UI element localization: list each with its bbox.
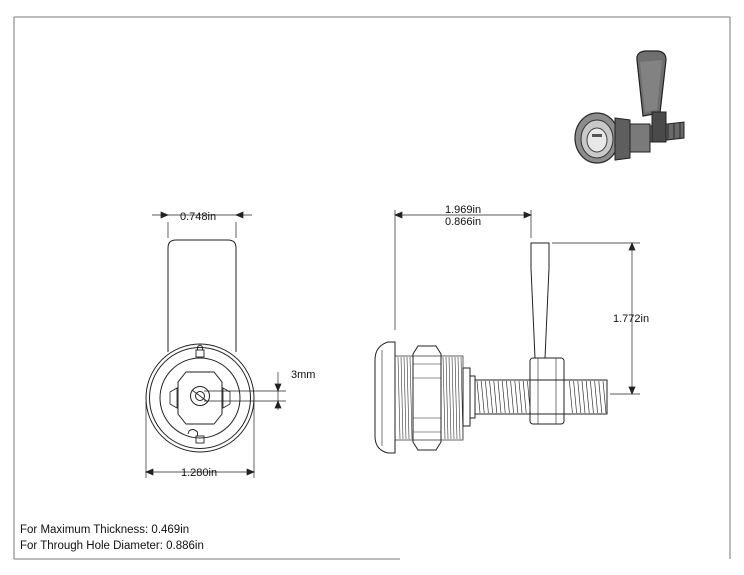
thread-line: [448, 356, 452, 440]
key-slot-outline: [169, 387, 231, 409]
hex-nut: [412, 345, 442, 451]
cam-plate: [530, 242, 550, 359]
side-view: [374, 210, 640, 454]
thread-line: [400, 356, 404, 440]
dim-slot-width: [204, 372, 286, 410]
shaft-thread-line: [476, 380, 481, 414]
flange-outer: [145, 343, 255, 453]
dim-side-lengths: [394, 210, 532, 330]
dim-label-cam-height: 1.772in: [613, 313, 649, 325]
thread-line: [451, 356, 455, 440]
thread-line: [460, 356, 464, 440]
shaft-thread-line: [581, 380, 586, 414]
shaft-thread-line: [573, 380, 577, 414]
dim-label-slot-width: 3mm: [291, 369, 315, 381]
note-max-thickness: For Maximum Thickness: 0.469in: [20, 524, 190, 536]
dim-label-body-length: 0.866in: [445, 216, 481, 228]
shaft-thread-line: [594, 380, 598, 414]
shaft-thread-line: [598, 380, 603, 414]
sheet-border: [13, 16, 731, 560]
shaft-thread-line: [577, 380, 582, 414]
note-through-hole: For Through Hole Diameter: 0.886in: [20, 540, 204, 552]
shaft-thread-line: [585, 380, 590, 414]
shaft-thread-line: [501, 380, 506, 414]
cam-lever: [167, 239, 237, 352]
shaft-thread-line: [480, 380, 485, 414]
plug-center: [195, 391, 205, 401]
shaft-thread-line: [493, 380, 498, 414]
thread-line: [403, 356, 407, 440]
padlock-open-icon: [187, 429, 205, 444]
washer: [462, 367, 471, 427]
knurled-nut: [529, 357, 565, 425]
thread-line: [457, 356, 461, 440]
front-view: [145, 211, 286, 478]
thread-line: [406, 356, 410, 440]
shaft-hatching: [476, 380, 607, 414]
shaft-thread-line: [497, 380, 502, 414]
padlock-closed-icon: [195, 344, 205, 358]
shaft-thread-line: [569, 380, 573, 414]
dim-front-width: [152, 211, 252, 238]
plug-center-ring: [190, 386, 210, 406]
washer-inner: [469, 375, 476, 419]
shaft-thread-line: [602, 380, 607, 414]
flange-ring: [149, 347, 251, 449]
shaft-thread-line: [590, 380, 594, 414]
dim-label-total-length: 1.969in: [445, 204, 481, 216]
screw-shaft: [474, 379, 608, 415]
shaft-thread-line: [485, 380, 489, 414]
flange-face: [159, 357, 241, 439]
dim-label-front-width: 0.748in: [180, 211, 216, 223]
dim-label-flange-diameter: 1.280in: [181, 467, 217, 479]
dim-cam-height: [552, 242, 640, 395]
thread-line: [397, 356, 401, 440]
thread-line: [454, 356, 458, 440]
shaft-thread-line: [518, 380, 523, 414]
shaft-thread-line: [522, 380, 527, 414]
cam-lock-isometric-icon: [574, 50, 685, 164]
shaft-thread-line: [527, 380, 531, 414]
thread-line: [442, 356, 446, 440]
shaft-thread-line: [489, 380, 493, 414]
shaft-thread-line: [514, 380, 519, 414]
shaft-thread-line: [506, 380, 510, 414]
dim-flange-diameter: [145, 402, 255, 478]
thread-line: [409, 356, 413, 440]
shaft-thread-line: [510, 380, 514, 414]
thread-hatching: [397, 356, 464, 440]
key-plug: [177, 371, 223, 425]
flange-head: [374, 341, 396, 454]
thread-line: [445, 356, 449, 440]
